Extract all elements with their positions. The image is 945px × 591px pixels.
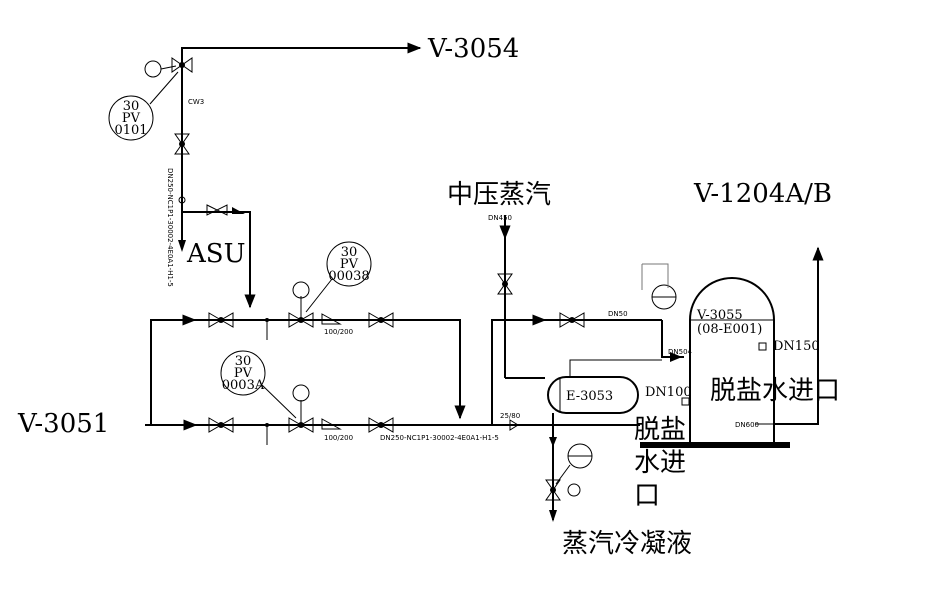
vessel-v3055 bbox=[640, 277, 790, 448]
tag-cw3: CW3 bbox=[188, 98, 204, 106]
label-v1204: V-1204A/B bbox=[693, 179, 832, 209]
line-to-v3054 bbox=[181, 42, 422, 172]
label-condensate: 蒸汽冷凝液 bbox=[562, 529, 692, 559]
label-mp-steam: 中压蒸汽 bbox=[447, 180, 551, 210]
svg-text:0101: 0101 bbox=[114, 123, 147, 138]
svg-text:0003A: 0003A bbox=[222, 378, 265, 393]
tag-25-80: 25/80 bbox=[500, 412, 520, 420]
control-valve-pv0101 bbox=[144, 57, 193, 78]
svg-text:30: 30 bbox=[341, 245, 358, 260]
condensate-line bbox=[545, 413, 581, 522]
tag-vertical-line: DN250-NC1P1-30002-4E0A1-H1-5 bbox=[166, 168, 174, 287]
label-dn150: DN150 bbox=[773, 339, 820, 354]
asu-branch bbox=[178, 172, 256, 309]
branch-to-v3055 bbox=[491, 312, 684, 425]
svg-text:30: 30 bbox=[235, 354, 252, 369]
instrument-condensate bbox=[555, 443, 593, 485]
exchanger-e3053 bbox=[547, 359, 662, 414]
label-v3055-l2: (08-E001) bbox=[697, 322, 762, 337]
label-e3053: E-3053 bbox=[566, 389, 613, 404]
svg-text:PV: PV bbox=[234, 366, 253, 381]
svg-text:PV: PV bbox=[340, 257, 359, 272]
tag-upper-size: 100/200 bbox=[324, 328, 353, 336]
svg-text:30: 30 bbox=[123, 99, 140, 114]
tag-lower-line: DN250-NC1P1-30002-4E0A1-H1-5 bbox=[380, 434, 499, 442]
gate-valve-upper-vertical bbox=[174, 133, 190, 155]
tag-dn600: DN600 bbox=[735, 421, 759, 429]
tag-lower-size: 100/200 bbox=[324, 434, 353, 442]
instrument-pv00038: 30 PV 00038 bbox=[305, 241, 372, 313]
label-demin-inlet-right: 脱盐水进口 bbox=[710, 376, 840, 406]
upper-process-line bbox=[150, 281, 466, 425]
gray-dashed-link bbox=[641, 263, 669, 290]
label-v3051: V-3051 bbox=[17, 409, 109, 439]
instrument-pv0101: 30 PV 0101 bbox=[108, 71, 179, 141]
label-v3054: V-3054 bbox=[427, 34, 519, 64]
label-demin-inlet-left-l1: 脱盐 bbox=[634, 415, 686, 445]
tag-dn450: DN450 bbox=[488, 214, 512, 222]
svg-text:00038: 00038 bbox=[328, 269, 369, 284]
tag-dn: DN50 bbox=[608, 310, 628, 318]
svg-text:PV: PV bbox=[122, 111, 141, 126]
tag-dn504: DN504 bbox=[668, 348, 693, 356]
lower-process-line bbox=[145, 384, 640, 445]
label-dn100: DN100 bbox=[645, 385, 692, 400]
label-demin-inlet-left-l2: 水进 bbox=[634, 448, 686, 478]
label-v3055-l1: V-3055 bbox=[696, 308, 743, 323]
instrument-pv0003a: 30 PV 0003A bbox=[220, 350, 297, 419]
label-asu: ASU bbox=[186, 239, 246, 269]
mp-steam-line bbox=[497, 215, 545, 379]
label-demin-inlet-left-l3: 口 bbox=[634, 481, 660, 511]
instrument-top-right bbox=[651, 284, 677, 310]
